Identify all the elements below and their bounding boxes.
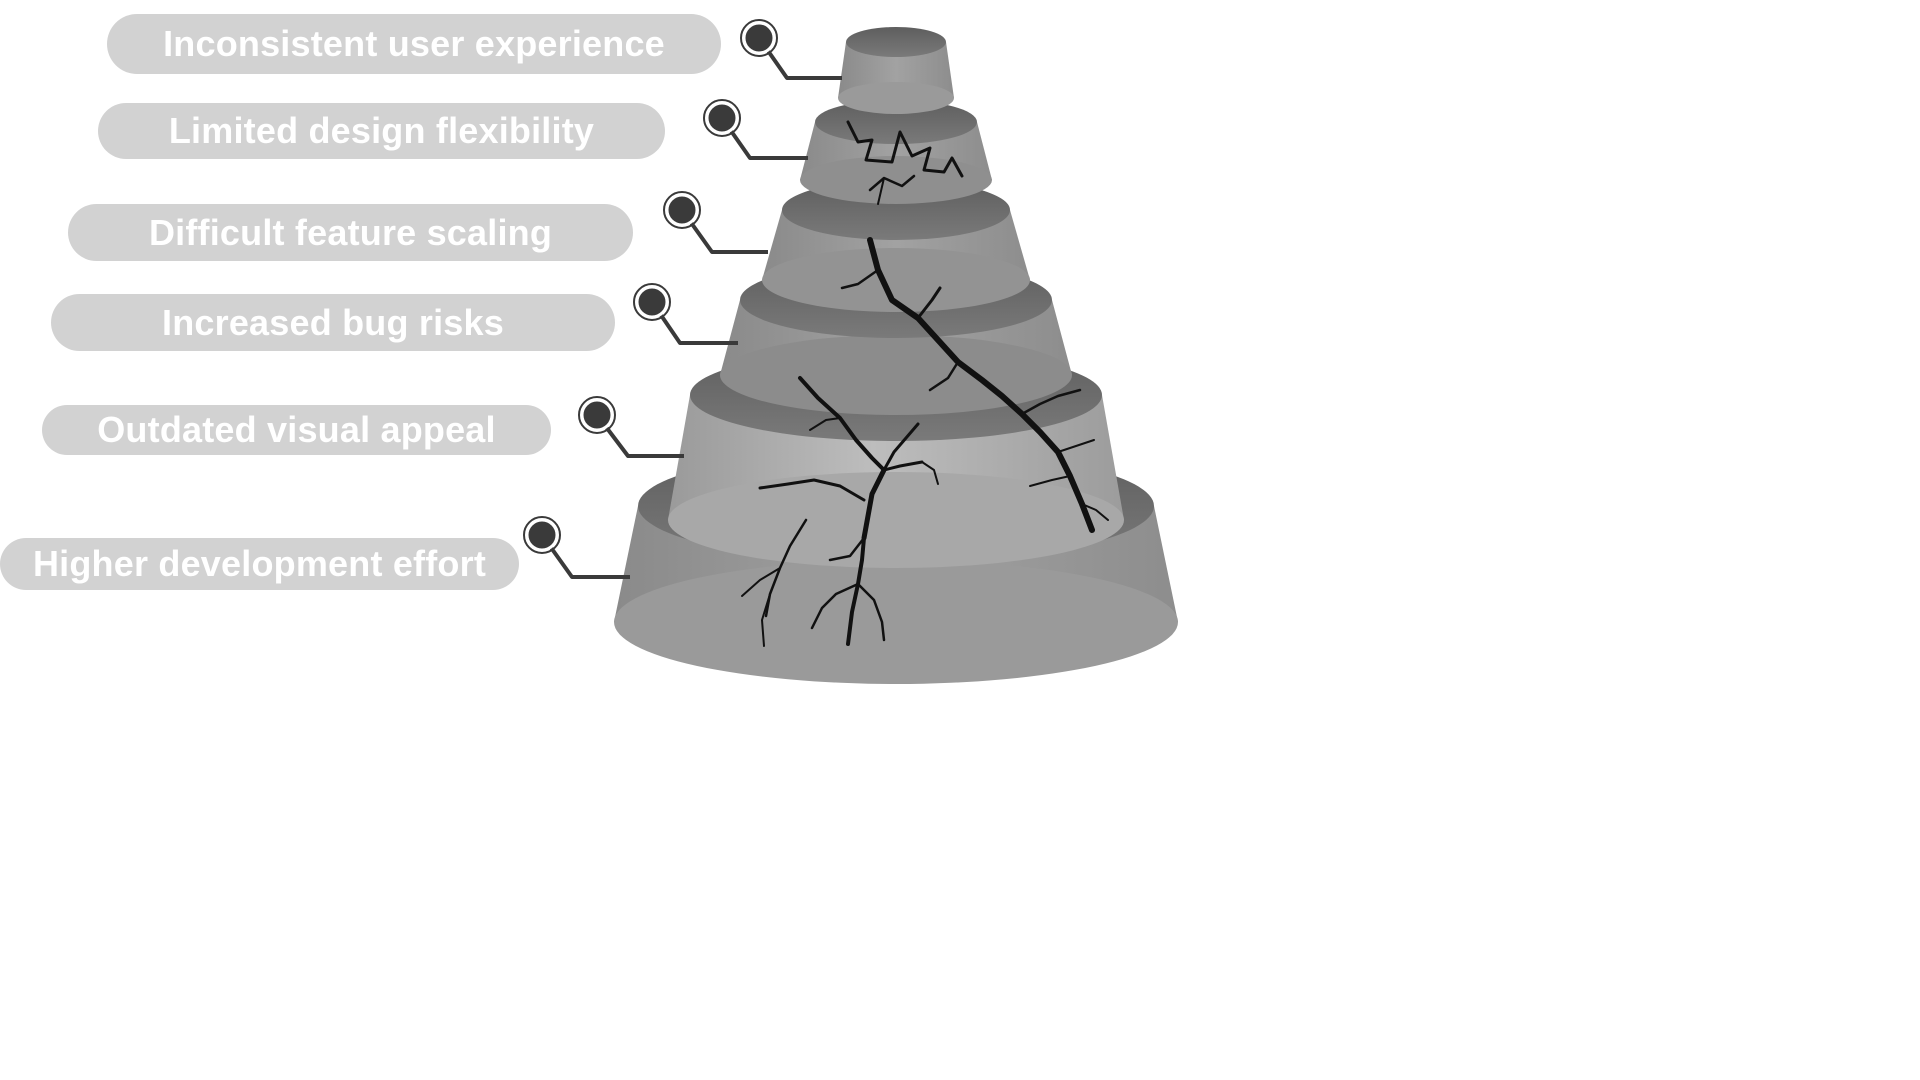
crack-lines bbox=[741, 120, 1109, 647]
label-pill-1: Inconsistent user experience bbox=[107, 14, 721, 74]
node-dot-icon bbox=[635, 285, 669, 319]
node-dot-icon bbox=[705, 101, 739, 135]
label-text-4: Increased bug risks bbox=[162, 301, 504, 343]
connector-line-4 bbox=[650, 300, 738, 345]
label-text-3: Difficult feature scaling bbox=[148, 211, 553, 253]
node-dot-icon bbox=[665, 193, 699, 227]
tier-1 bbox=[838, 27, 954, 114]
tier-2 bbox=[800, 100, 992, 204]
label-text-2: Limited design flexibility bbox=[168, 110, 595, 151]
label-pill-6: Higher development effort bbox=[0, 538, 519, 590]
label-pill-5: Outdated visual appeal bbox=[42, 405, 551, 455]
node-dot-icon bbox=[742, 21, 776, 55]
label-text-5: Outdated visual appeal bbox=[97, 409, 496, 450]
label-text-1: Inconsistent user experience bbox=[163, 23, 665, 64]
label-pill-2: Limited design flexibility bbox=[98, 103, 665, 159]
label-pill-3: Difficult feature scaling bbox=[68, 204, 633, 261]
node-dot-icon bbox=[525, 518, 559, 552]
label-pill-4: Increased bug risks bbox=[51, 294, 615, 351]
node-dot-icon bbox=[580, 398, 614, 432]
label-text-6: Higher development effort bbox=[32, 543, 487, 584]
